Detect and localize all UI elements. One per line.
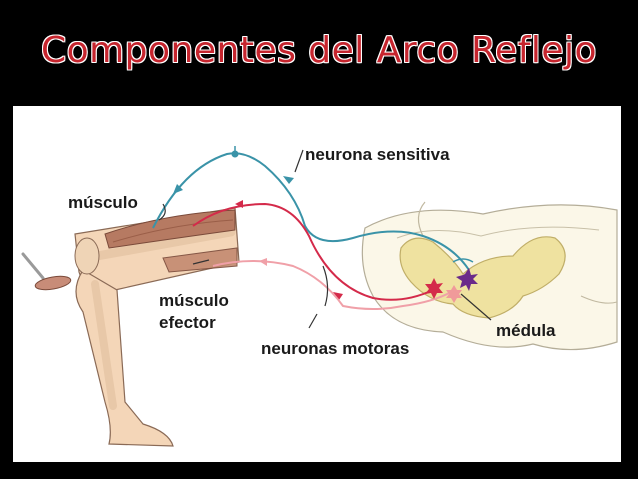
motor-neuron-path-pink <box>212 258 452 310</box>
slide-title: Componentes del Arco Reflejo <box>40 30 598 71</box>
gray-matter <box>399 236 566 319</box>
label-muscle: músculo <box>68 193 138 212</box>
sensory-neuron-path <box>152 146 470 271</box>
effector-muscle-shape <box>162 247 238 273</box>
label-effector-muscle-line1: músculo <box>159 291 229 310</box>
label-sensory-neuron: neurona sensitiva <box>305 145 450 164</box>
spinal-cord-cross-section <box>361 201 618 351</box>
label-effector-muscle-line2: efector <box>159 313 216 332</box>
leader-lines <box>158 149 492 329</box>
reflex-hammer-icon <box>21 252 72 291</box>
neuron-cell-bodies <box>425 258 478 303</box>
diagram-illustration <box>21 146 618 447</box>
reflex-arc-diagram: neurona sensitiva músculo músculo efecto… <box>13 106 621 462</box>
motor-neuron-path-red <box>192 200 434 301</box>
label-motor-neurons: neuronas motoras <box>261 339 410 358</box>
label-spinal-cord: médula <box>496 321 556 340</box>
